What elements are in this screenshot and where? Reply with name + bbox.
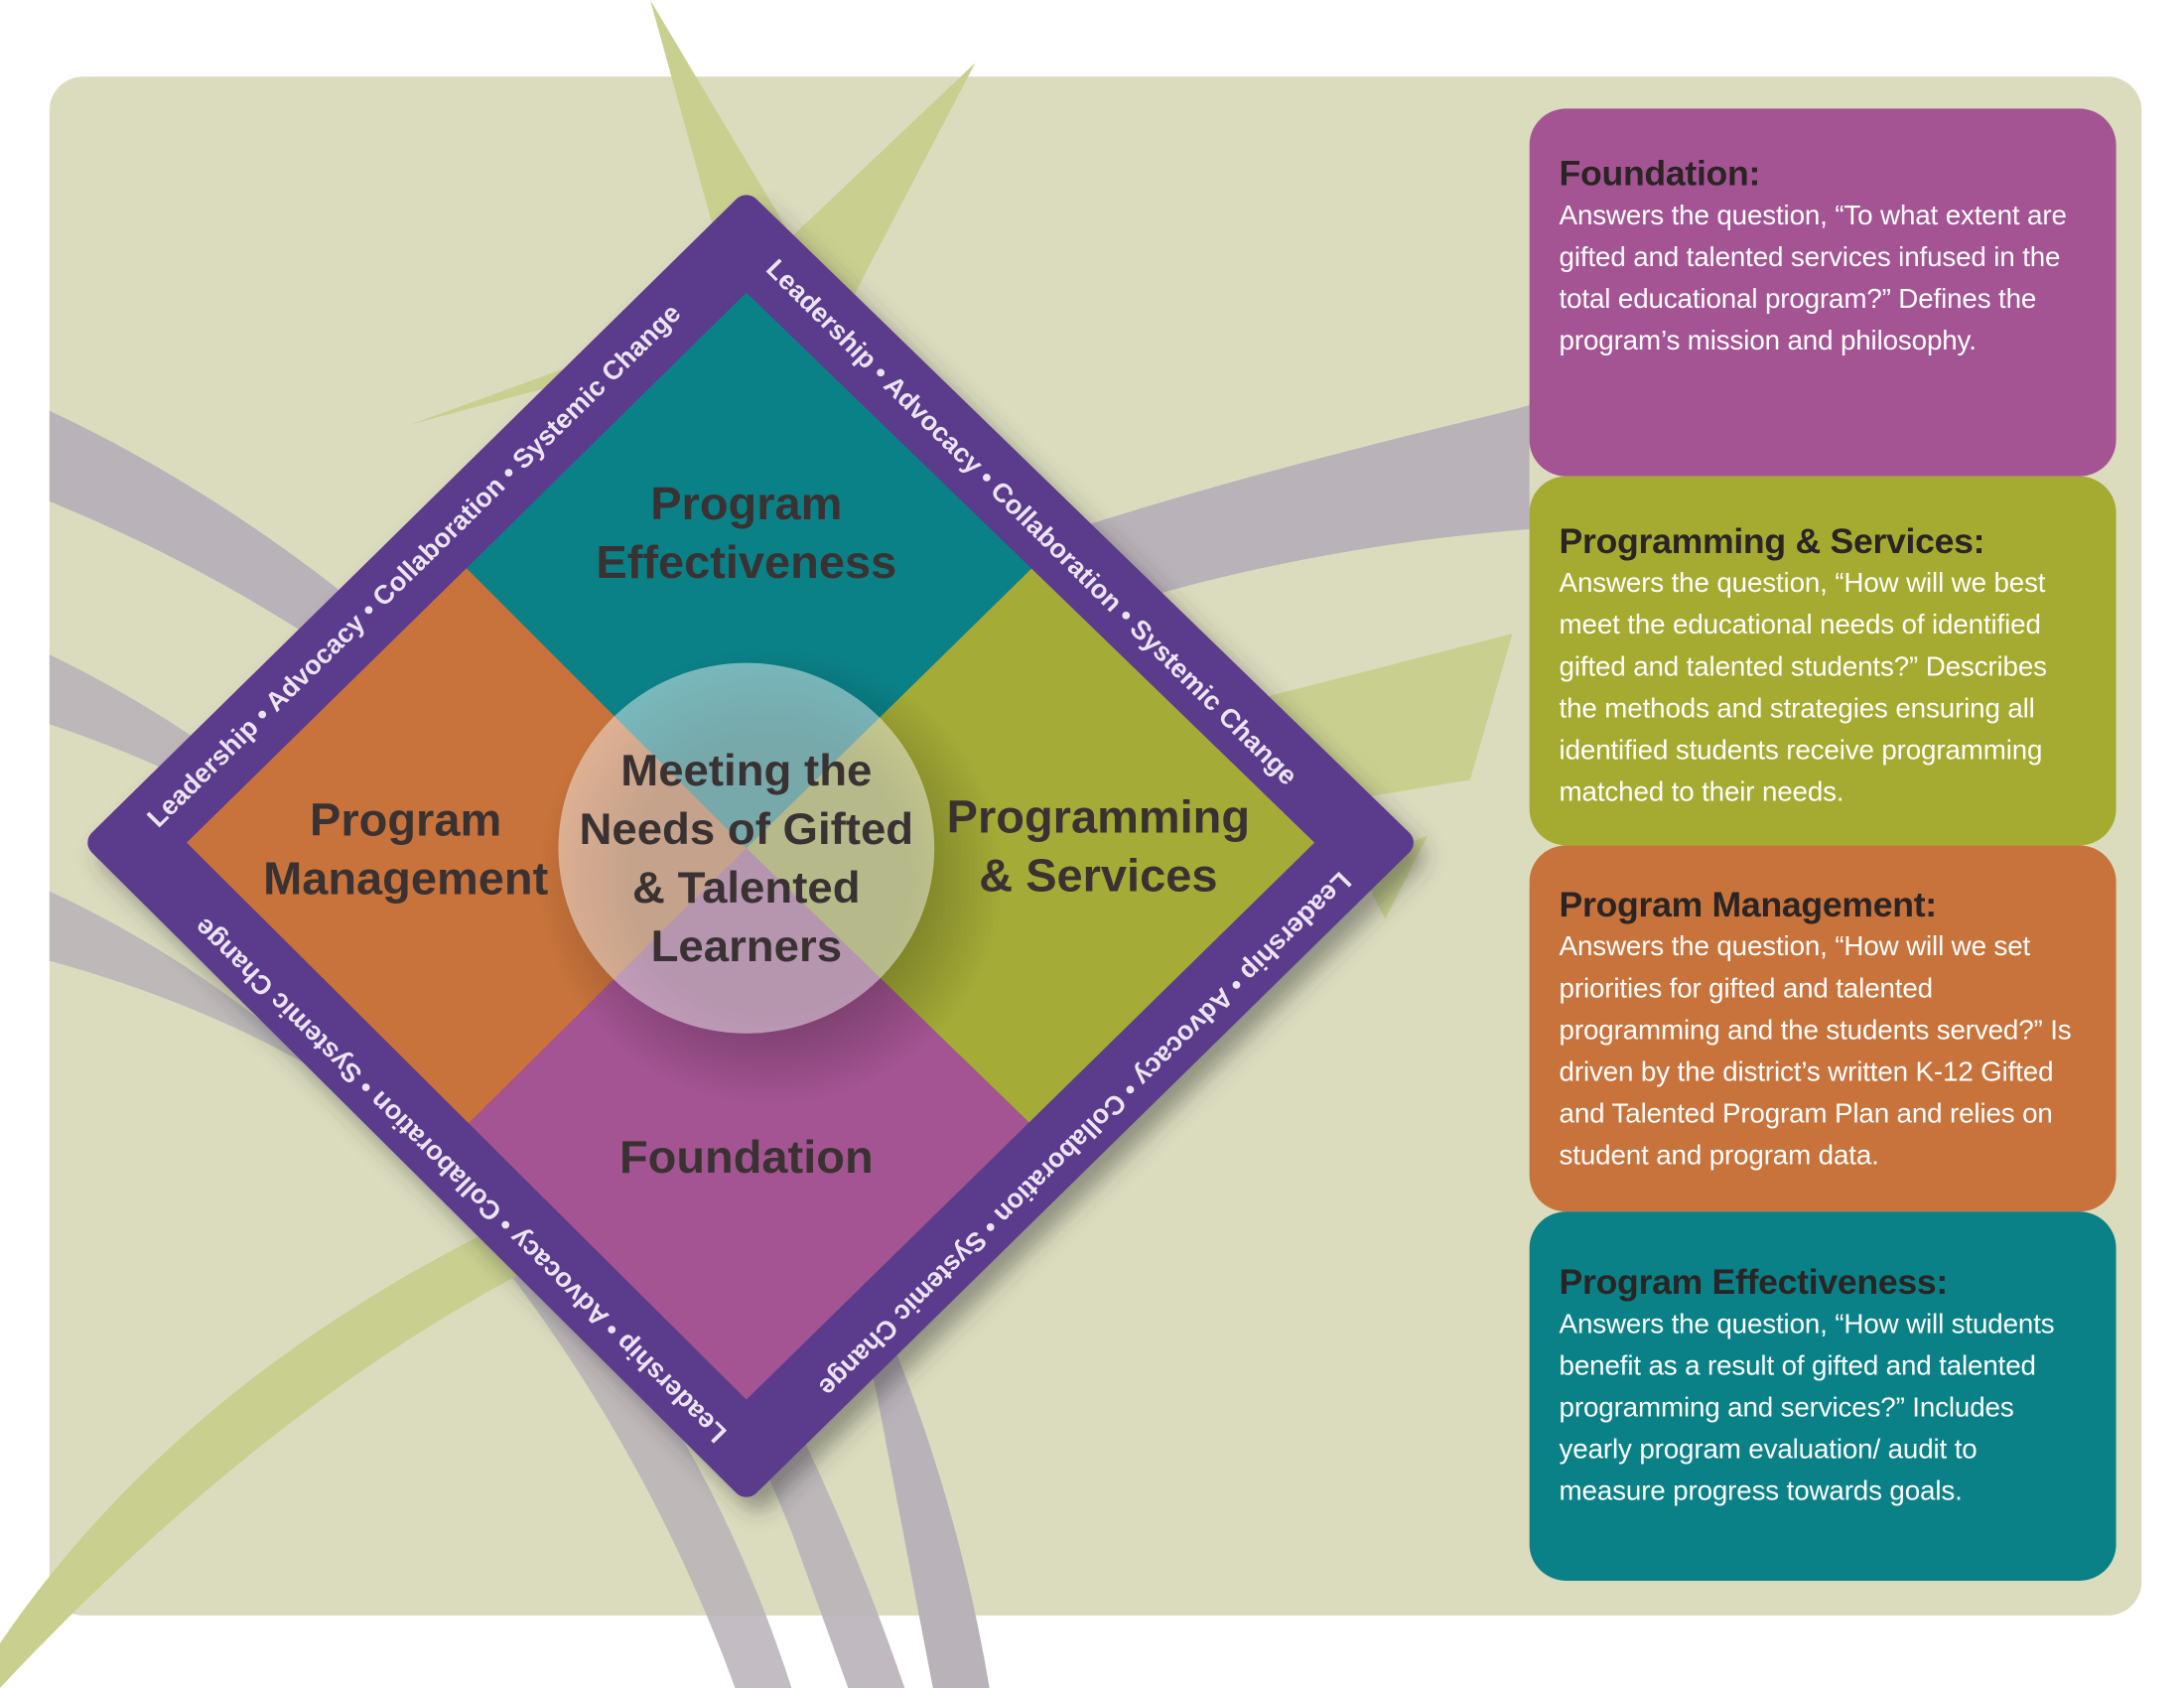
quadrant-labels: Program Effectiveness Programming & Serv… [263, 478, 1250, 1182]
center-line-2: Needs of Gifted [579, 803, 913, 854]
label-top-2: Effectiveness [596, 536, 896, 588]
card-body: Answers the question, “How will we best … [1559, 568, 2047, 808]
card-title: Program Effectiveness: [1559, 1263, 1949, 1303]
card-program-effectiveness: Program Effectiveness: Answers the quest… [1529, 1211, 2116, 1581]
label-left-1: Program [310, 794, 501, 846]
label-bottom: Foundation [619, 1131, 874, 1183]
label-right-1: Programming [947, 791, 1250, 843]
card-body: Answers the question, “To what extent ar… [1559, 200, 2067, 357]
card-title: Programming & Services: [1559, 521, 1985, 562]
label-left-2: Management [263, 853, 548, 905]
label-top-1: Program [650, 478, 842, 529]
center-circle [558, 662, 935, 1034]
card-title: Foundation: [1559, 154, 1761, 194]
card-body: Answers the question, “How will we set p… [1559, 931, 2072, 1172]
card-foundation: Foundation: Answers the question, “To wh… [1529, 108, 2116, 477]
center-line-4: Learners [651, 920, 842, 971]
card-programming-services: Programming & Services: Answers the ques… [1529, 476, 2116, 846]
label-right-2: & Services [979, 850, 1217, 902]
center-line-3: & Talented [632, 862, 861, 913]
card-title: Program Management: [1559, 886, 1938, 925]
card-program-management: Program Management: Answers the question… [1529, 845, 2116, 1212]
center-line-1: Meeting the [620, 745, 872, 795]
quadrant-top [466, 292, 1032, 849]
card-body: Answers the question, “How will students… [1559, 1309, 2055, 1507]
